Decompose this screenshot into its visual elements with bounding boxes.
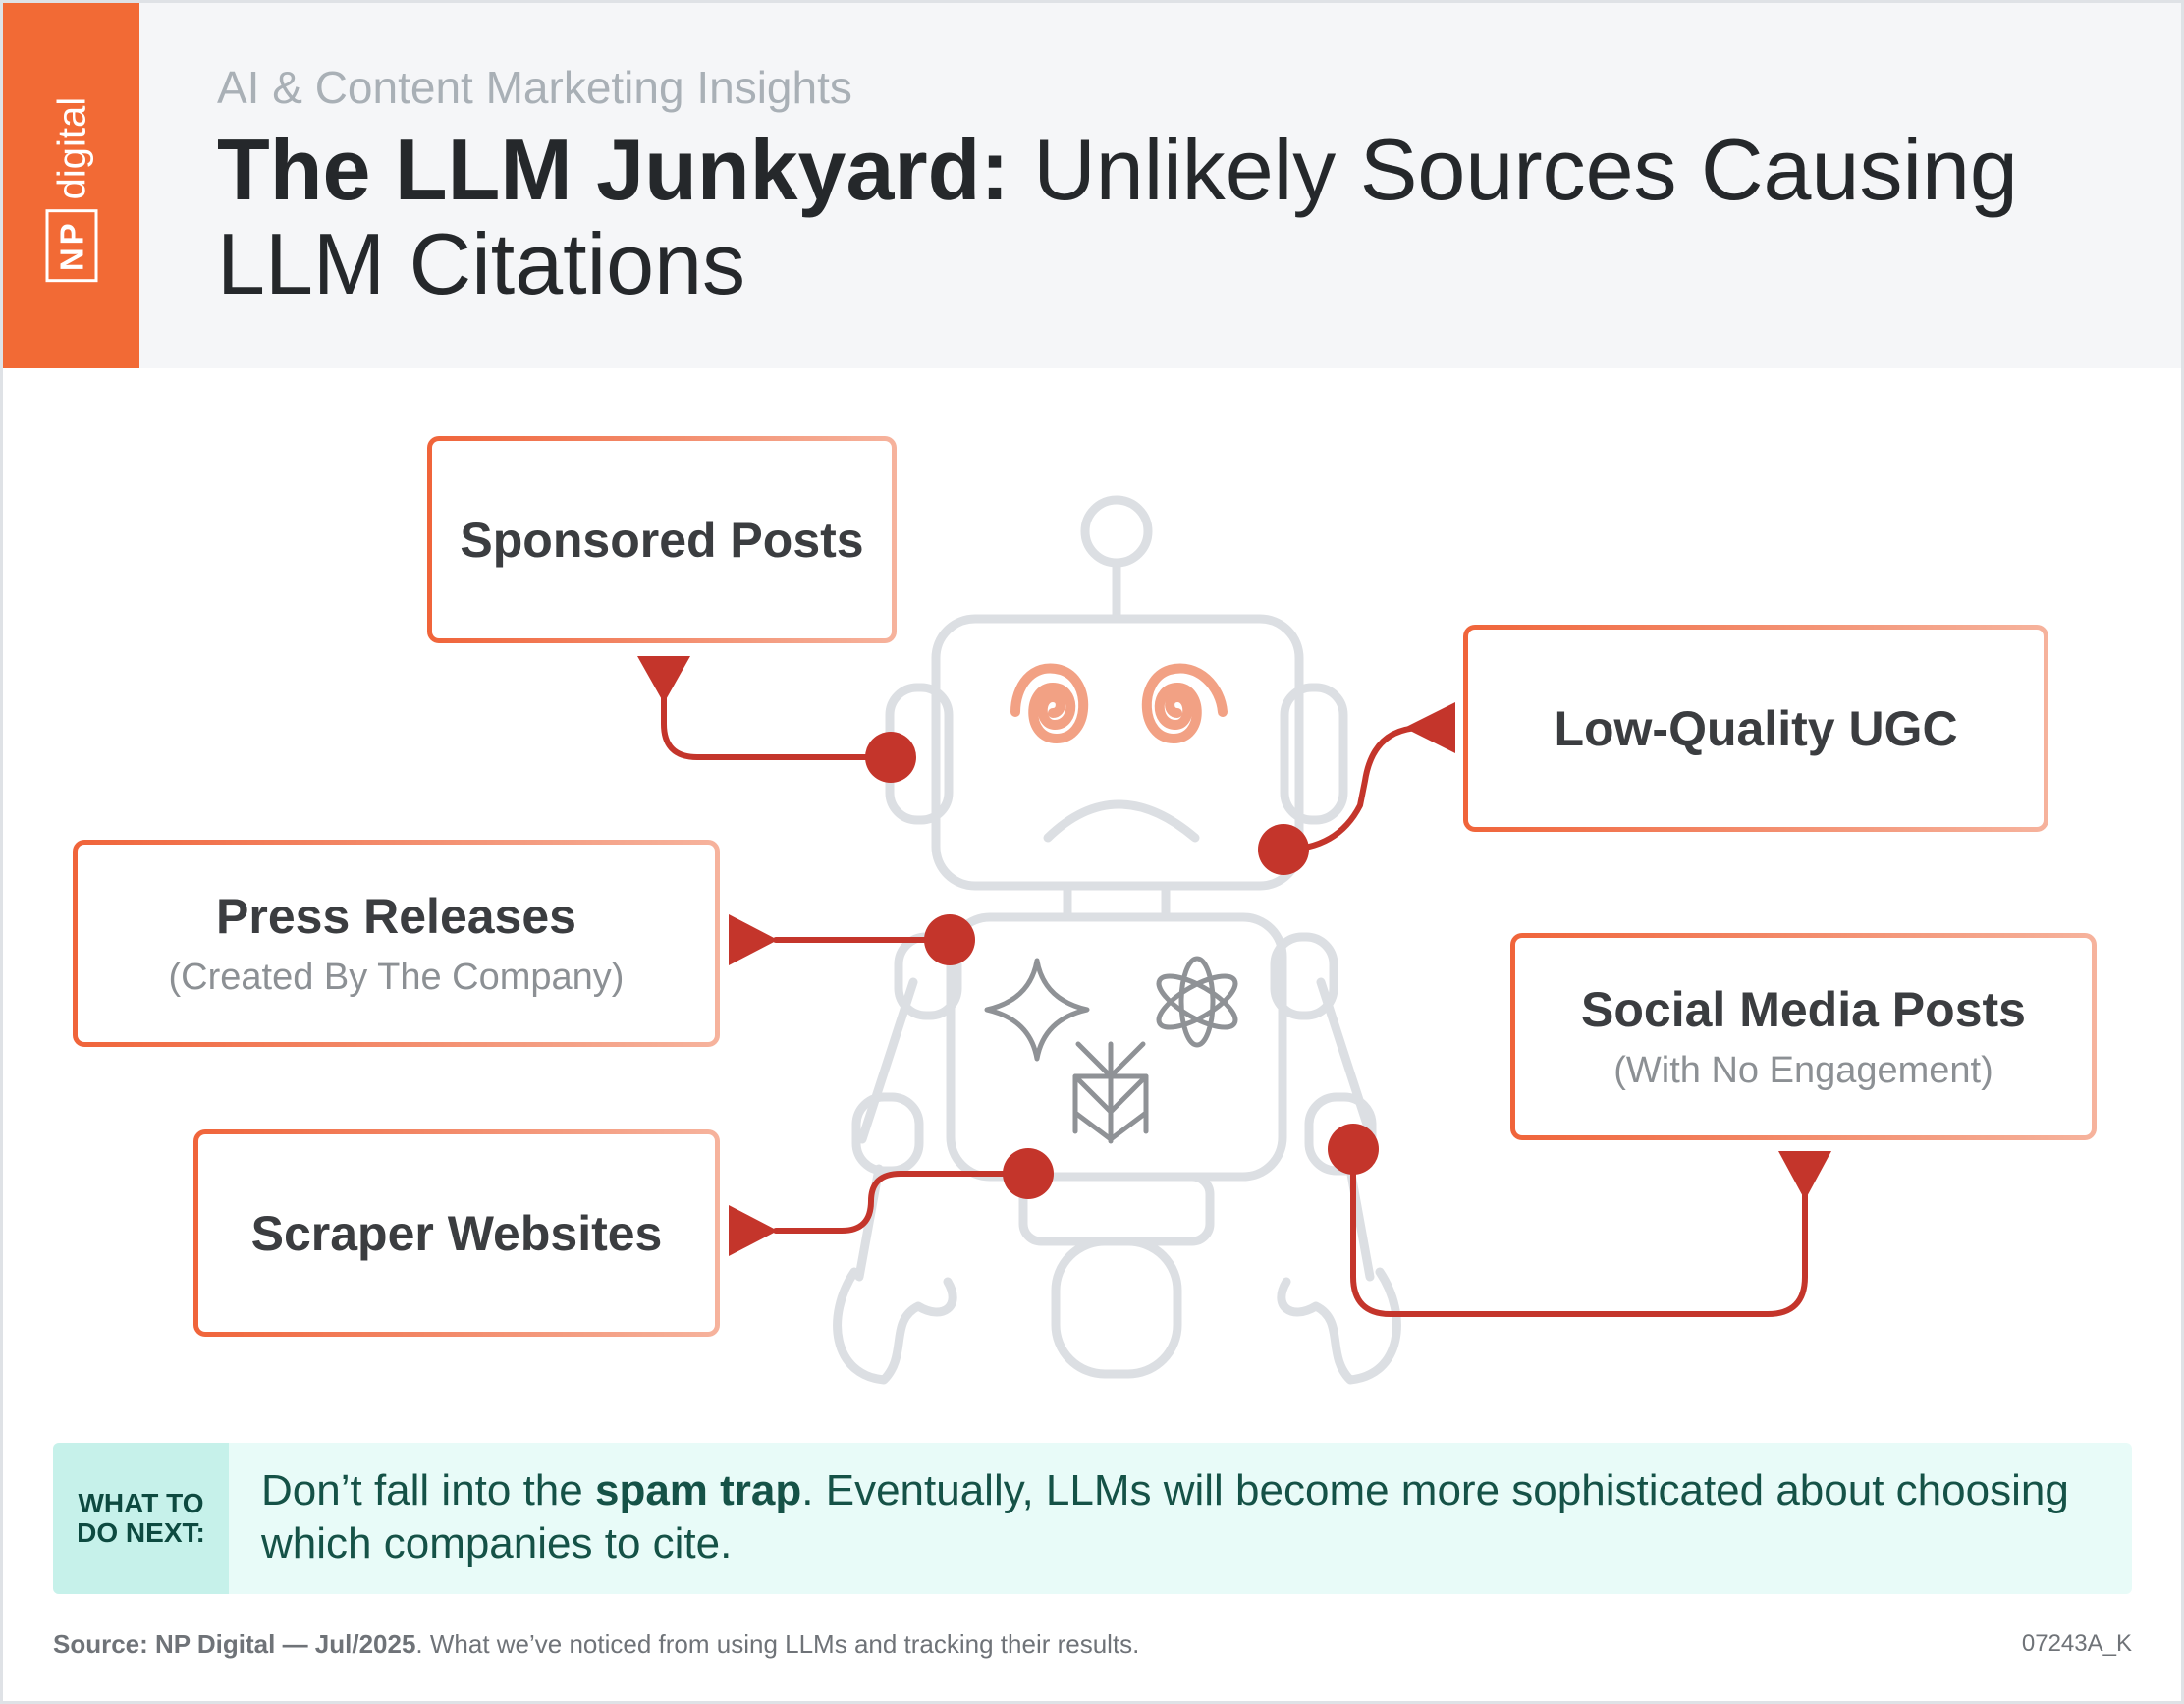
source-footnote: Source: NP Digital — Jul/2025. What we’v…: [53, 1629, 1139, 1660]
card-title: Social Media Posts: [1581, 982, 2026, 1037]
what-to-do-next-text: Don’t fall into the spam trap. Eventuall…: [261, 1464, 2117, 1570]
label-line-2: DO NEXT:: [77, 1517, 205, 1548]
connector-sponsored: [661, 680, 894, 760]
card-low-quality-ugc: Low-Quality UGC: [1463, 625, 2048, 832]
robot-leg: [1051, 1237, 1182, 1379]
header-band: [3, 3, 2181, 368]
robot-right-ear: [1280, 683, 1348, 825]
connector-markers: [637, 656, 1831, 1256]
arrow-press: [729, 914, 778, 965]
brand-strip: NP digital: [3, 3, 139, 368]
text-bold: spam trap: [594, 1466, 802, 1514]
page-subtitle: AI & Content Marketing Insights: [217, 62, 852, 113]
robot-left-elbow: [851, 1092, 924, 1176]
arrow-ugc: [1404, 702, 1455, 753]
ai-logo-icons: [984, 956, 1238, 1144]
source-bold: Source: NP Digital — Jul/2025: [53, 1629, 416, 1659]
card-title: Low-Quality UGC: [1554, 700, 1958, 756]
text-post: . Eventually, LLMs will become more soph…: [261, 1466, 2069, 1567]
card-title: Sponsored Posts: [460, 512, 864, 568]
connector-scraper: [773, 1171, 1031, 1234]
title-bold: The LLM Junkyard:: [217, 121, 1010, 218]
robot-hips: [1018, 1172, 1215, 1246]
card-note: (Created By The Company): [168, 957, 625, 998]
spiral-eye-icon: [1010, 663, 1089, 744]
dot-ugc: [1258, 824, 1309, 875]
source-rest: . What we’ve noticed from using LLMs and…: [415, 1629, 1140, 1659]
dot-sponsored: [865, 732, 916, 783]
spiral-eye-icon: [1141, 663, 1228, 744]
dot-scraper: [1003, 1148, 1054, 1199]
title-rest: Unlikely Sources Causing LLM Citations: [217, 121, 2018, 312]
robot-left-hand: [833, 1267, 957, 1385]
arrow-sponsored: [637, 656, 690, 703]
robot-head: [931, 614, 1304, 891]
robot-eyes: [1010, 663, 1228, 744]
graphic-code: 07243A_K: [2021, 1630, 2132, 1657]
perplexity-icon: [1072, 1041, 1149, 1144]
card-social-media-posts: Social Media Posts (With No Engagement): [1510, 933, 2097, 1140]
connector-ugc: [1281, 725, 1422, 852]
gemini-sparkle-icon: [984, 958, 1090, 1062]
arrow-scraper: [729, 1205, 778, 1256]
robot-antenna-ball: [1080, 495, 1153, 568]
card-title: Scraper Websites: [250, 1205, 663, 1261]
openai-knot-icon: [1156, 956, 1238, 1048]
robot-frown: [1043, 799, 1200, 843]
label-line-1: WHAT TO: [78, 1488, 204, 1518]
arrow-social: [1778, 1151, 1831, 1200]
card-press-releases: Press Releases (Created By The Company): [73, 840, 720, 1047]
dot-social: [1328, 1124, 1379, 1175]
card-sponsored-posts: Sponsored Posts: [427, 436, 897, 643]
robot-illustration: [833, 495, 1401, 1385]
card-title: Press Releases: [216, 889, 576, 944]
robot-neck: [1063, 881, 1171, 922]
connector-social: [1350, 1146, 1808, 1317]
card-note: (With No Engagement): [1613, 1050, 1993, 1091]
text-pre: Don’t fall into the: [261, 1466, 595, 1514]
card-scraper-websites: Scraper Websites: [193, 1129, 720, 1337]
dot-press: [924, 914, 975, 965]
connectors: [661, 680, 1808, 1317]
page-title: The LLM Junkyard: Unlikely Sources Causi…: [217, 123, 2122, 311]
robot-left-arm: [857, 977, 918, 1144]
robot-right-arm: [1316, 977, 1377, 1144]
robot-right-shoulder: [1270, 932, 1338, 1020]
robot-right-hand: [1277, 1267, 1401, 1385]
